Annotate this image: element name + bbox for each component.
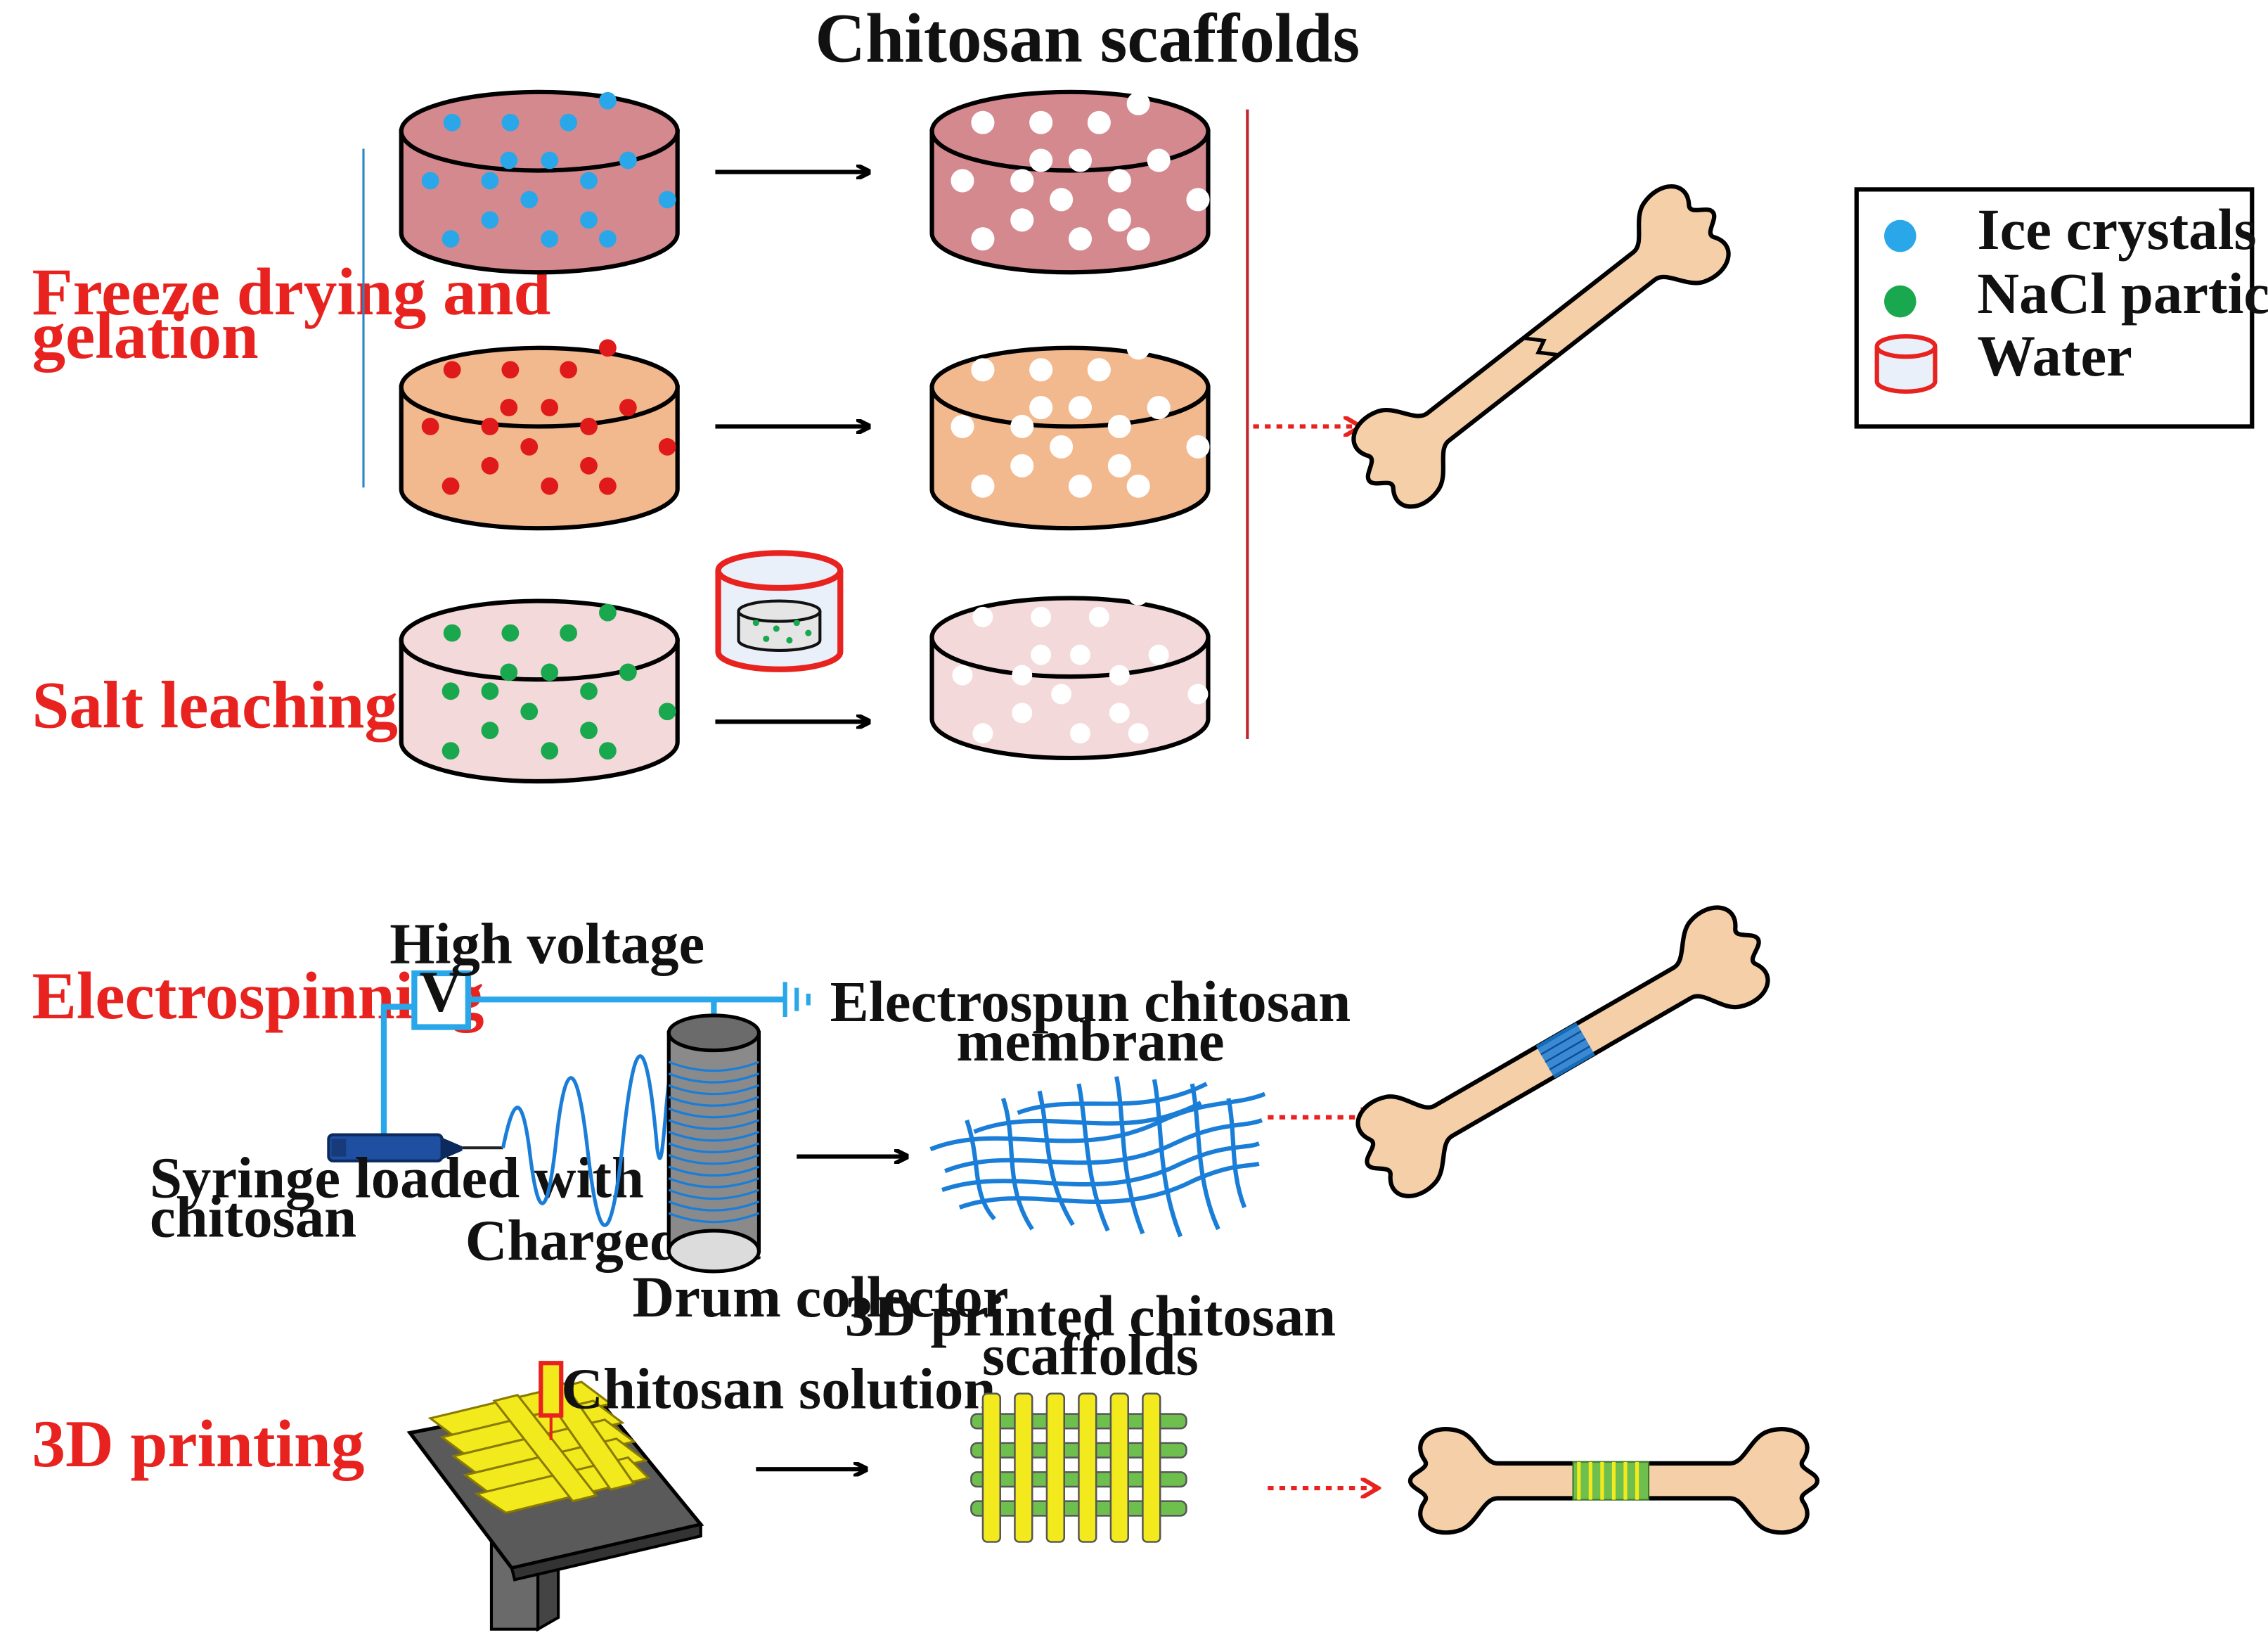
3d-printed-scaffold-label-line2: scaffolds [982, 1323, 1199, 1388]
red-particle-dots [421, 339, 676, 495]
ice-crystal-dots [421, 91, 676, 248]
legend-nacl-particles: NaCl particles [1977, 261, 2268, 326]
pore-dots [951, 91, 1210, 251]
pore-dots [951, 336, 1210, 498]
method-label-electrospinning: Electrospinning [32, 959, 484, 1033]
3d-printed-scaffold-icon [970, 1392, 1187, 1543]
electrospun-membrane-label-line2: membrane [956, 1008, 1224, 1073]
porous-scaffold-cylinder-2 [929, 336, 1211, 531]
water-beaker-icon [715, 550, 844, 672]
electrospinning-setup: V High voltage Syringe loaded with chito… [150, 911, 1009, 1330]
drum-collector-icon [666, 1013, 761, 1274]
syringe-label-line1: Syringe loaded with [150, 1145, 644, 1210]
electrospun-membrane-icon [929, 1076, 1266, 1238]
water-cup-icon [1874, 334, 1938, 394]
legend-water: Water [1977, 323, 2132, 388]
electrospun-membrane-label-line1: Electrospun chitosan [830, 969, 1351, 1034]
ground-icon [782, 982, 811, 1018]
voltage-source-icon [411, 970, 472, 1030]
voltage-symbol: V [420, 959, 462, 1024]
3d-printed-scaffold-label-line1: 3D printed chitosan [845, 1283, 1336, 1348]
porous-scaffold-cylinder-3 [929, 584, 1211, 761]
porous-scaffold-cylinder-1 [929, 89, 1211, 275]
bone-with-printed-scaffold-icon [1407, 1427, 1820, 1535]
pore-dots [952, 584, 1209, 744]
nacl-matrix-cylinder [399, 598, 680, 784]
blue-dot-icon [1884, 219, 1916, 252]
method-label-3d-printing: 3D printing [32, 1406, 364, 1481]
gelation-matrix-cylinder [399, 339, 680, 531]
3d-printer-icon [406, 1361, 704, 1632]
high-voltage-label: High voltage [389, 911, 704, 976]
bone-with-membrane-icon [1355, 905, 1770, 1198]
freeze-drying-label-line2: gelation [32, 298, 258, 373]
chitosan-scaffolds-title: Chitosan scaffolds [815, 0, 1360, 77]
legend-ice-crystals: Ice crystals [1977, 197, 2256, 262]
legend-box: Ice crystals NaCl particles Water [1854, 187, 2268, 429]
chitosan-solution-label: Chitosan solution [561, 1356, 996, 1421]
drum-collector-label: Drum collector [633, 1264, 1009, 1329]
green-dot-icon [1884, 285, 1916, 318]
charged-jet-icon [501, 1054, 674, 1227]
fractured-bone-icon [1351, 184, 1731, 509]
syringe-label-line2: chitosan [150, 1184, 356, 1249]
syringe-icon [327, 1133, 503, 1162]
method-label-salt-leaching: Salt leaching [32, 668, 398, 743]
nacl-particle-dots [442, 603, 676, 760]
ice-crystal-matrix-cylinder [399, 89, 680, 275]
